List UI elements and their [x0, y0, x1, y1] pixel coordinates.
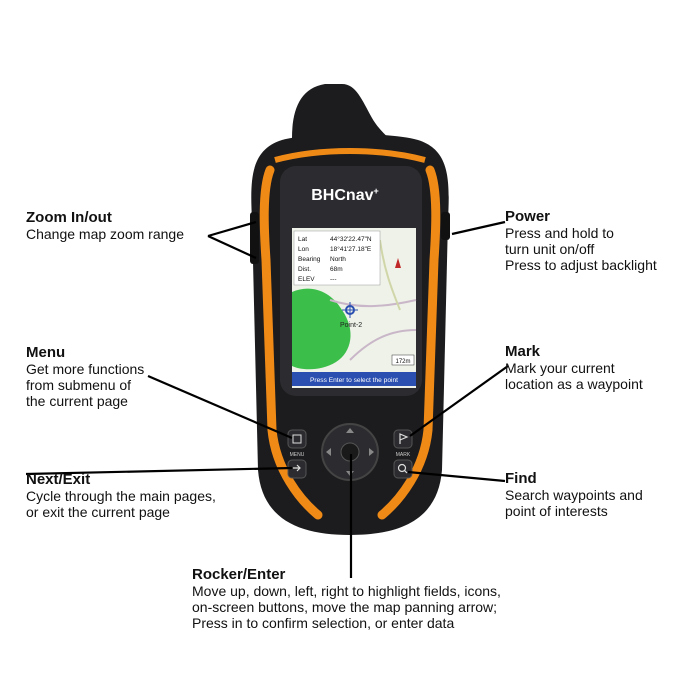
menu-button[interactable]: [287, 429, 307, 449]
map-road: [329, 299, 417, 308]
callout-power-title: Power: [505, 208, 551, 225]
search-icon: [397, 463, 407, 473]
callout-find: Find Search waypoints and point of inter…: [505, 470, 643, 520]
callout-next-title: Next/Exit: [26, 471, 91, 488]
mark-button-label: MARK: [396, 452, 411, 458]
callout-find-desc: Search waypoints and point of interests: [505, 487, 643, 519]
find-button[interactable]: [393, 459, 413, 479]
status-text: Press Enter to select the point: [310, 377, 398, 384]
rocker-right-icon: [369, 448, 374, 456]
callout-lines: [25, 220, 509, 578]
exit-icon: [293, 464, 301, 472]
info-row-value: 18°41'27.18"E: [330, 245, 372, 253]
map-road-3: [379, 239, 401, 311]
info-panel: [293, 230, 381, 286]
info-row-value: 44°32'22.47"N: [330, 235, 372, 243]
callout-power: Power Press and hold to turn unit on/off…: [505, 208, 657, 274]
callout-mark: Mark Mark your current location as a way…: [505, 343, 643, 393]
callout-menu-desc: Get more functions from submenu of the c…: [26, 361, 145, 409]
info-row-value: 68m: [330, 266, 343, 273]
callout-rocker: Rocker/Enter Move up, down, left, right …: [192, 566, 501, 632]
map-scale: 172m: [395, 359, 410, 365]
search-icon-handle: [404, 470, 408, 474]
scale-box: [391, 354, 415, 366]
callout-rocker-desc: Move up, down, left, right to highlight …: [192, 583, 501, 631]
map-forest: [292, 288, 351, 370]
info-row-value: North: [330, 256, 346, 263]
info-row-label: ELEV: [298, 276, 315, 283]
callout-menu: Menu Get more functions from submenu of …: [26, 344, 145, 410]
menu-icon: [292, 434, 302, 444]
callout-rocker-title: Rocker/Enter: [192, 566, 286, 583]
brand-logo: BHCnav+: [311, 186, 379, 204]
power-key[interactable]: [441, 212, 450, 240]
orange-trim-right: [377, 165, 441, 520]
callout-zoom: Zoom In/out Change map zoom range: [26, 209, 184, 243]
flag-icon: [399, 433, 409, 444]
point-label: Point-2: [340, 322, 362, 329]
antenna: [292, 84, 398, 148]
north-arrow-icon: [395, 258, 401, 268]
info-rows: Lat 44°32'22.47"N Lon 18°41'27.18"E Bearing N…: [298, 235, 372, 283]
rocker-left-icon: [326, 448, 331, 456]
callout-zoom-desc: Change map zoom range: [26, 226, 184, 242]
callout-menu-title: Menu: [26, 344, 66, 361]
orange-trim-top: [274, 148, 426, 163]
callout-mark-desc: Mark your current location as a waypoint: [505, 360, 643, 392]
callout-next-desc: Cycle through the main pages, or exit th…: [26, 488, 216, 520]
rocker-up-icon: [346, 428, 354, 433]
callout-next-exit: Next/Exit Cycle through the main pages, …: [26, 471, 216, 521]
info-row-label: Lon: [298, 246, 309, 253]
info-row-label: Bearing: [298, 256, 321, 263]
zoom-key[interactable]: [250, 212, 259, 264]
menu-button-label: MENU: [290, 452, 305, 458]
map-road-2: [349, 329, 417, 361]
status-bar: [292, 372, 416, 386]
info-row-value: ---: [330, 276, 337, 283]
brand-mark: +: [373, 186, 378, 196]
callout-find-title: Find: [505, 470, 537, 487]
callout-power-desc: Press and hold to turn unit on/off Press…: [505, 225, 657, 273]
callout-zoom-title: Zoom In/out: [26, 209, 112, 226]
info-row-label: Dist.: [298, 266, 311, 273]
callout-mark-title: Mark: [505, 343, 541, 360]
info-row-label: Lat: [298, 236, 307, 243]
